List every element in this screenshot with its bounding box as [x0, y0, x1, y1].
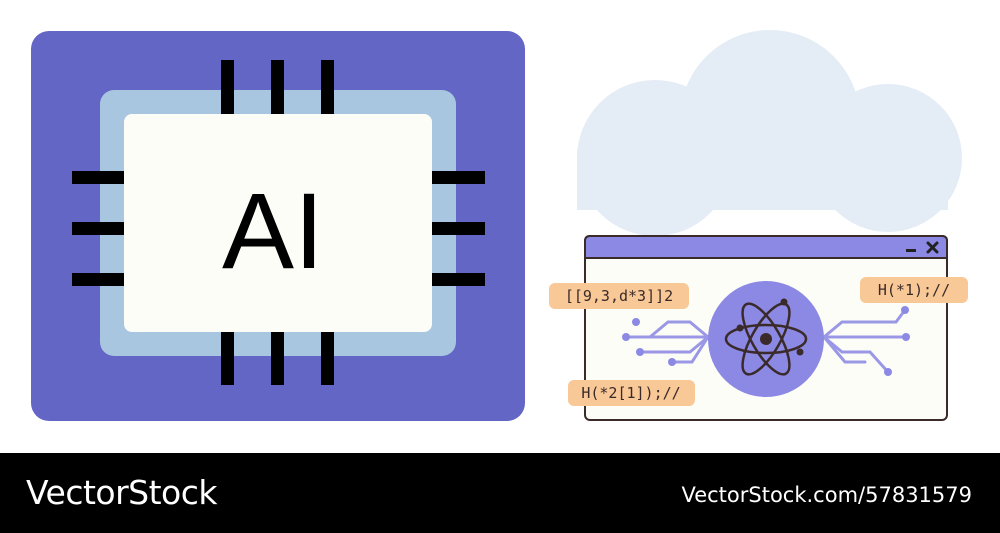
chip-label: AI [222, 170, 324, 291]
image-id-link[interactable]: VectorStock.com/57831579 [681, 483, 972, 507]
code-text-2: H(*1);// [878, 281, 950, 299]
brand-logo[interactable]: VectorStock [26, 473, 218, 512]
code-label-2: H(*1);// [860, 277, 968, 303]
illustration: AI [31, 30, 968, 421]
code-label-1: [[9,3,d*3]]2 [549, 283, 689, 309]
code-text-1: [[9,3,d*3]]2 [565, 287, 673, 305]
code-label-3: H(*2[1]);// [568, 380, 695, 406]
cloud-icon [577, 30, 962, 236]
circuit-nodes [622, 306, 910, 376]
chip-pins [72, 60, 485, 385]
close-icon[interactable] [926, 241, 939, 254]
code-text-3: H(*2[1]);// [581, 384, 680, 402]
footer-bar: VectorStock VectorStock.com/57831579 [0, 453, 1000, 533]
minimize-icon[interactable] [906, 249, 916, 252]
ai-chip-icon: AI [31, 31, 525, 421]
app-window [584, 235, 948, 421]
circuit-icon [624, 308, 908, 374]
atom-icon [708, 281, 824, 397]
